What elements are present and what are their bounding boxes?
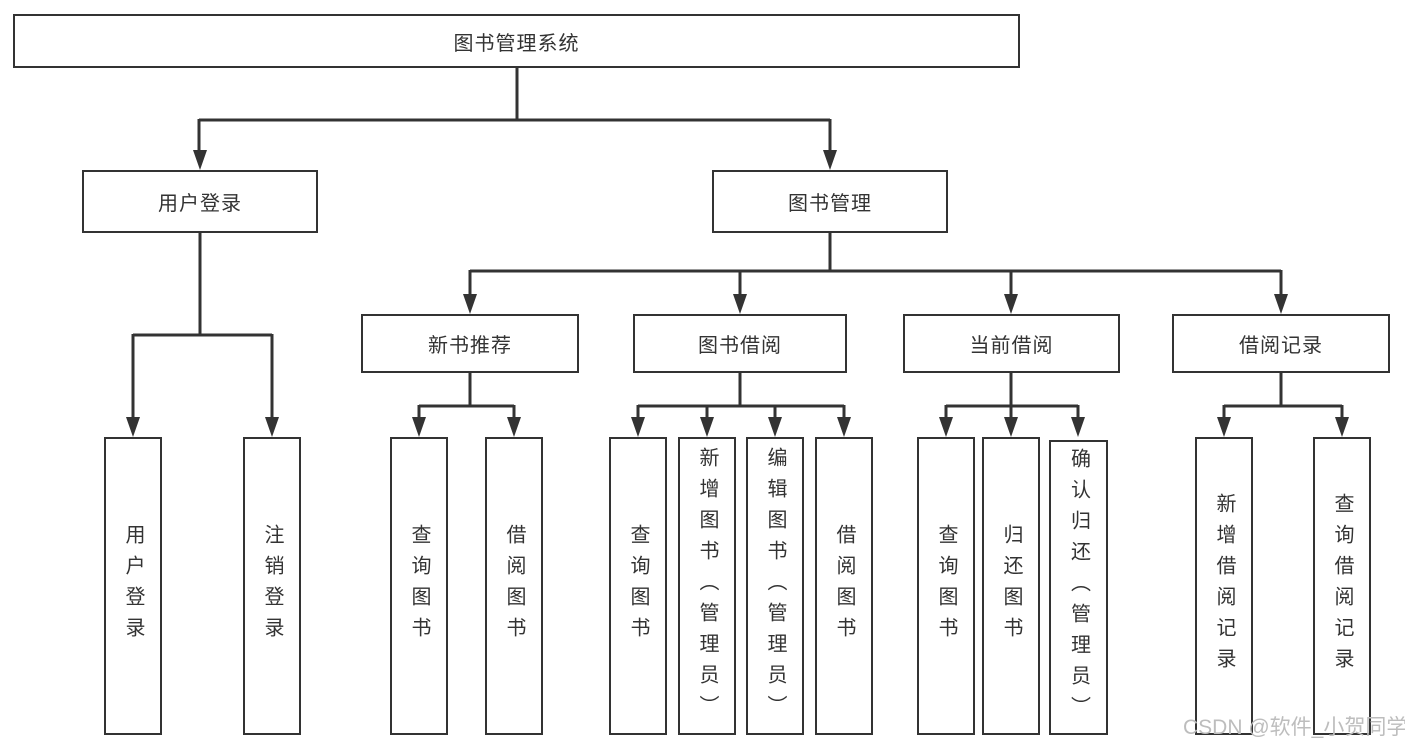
arrow-down-icon bbox=[837, 417, 851, 437]
node-label: 查询图书 bbox=[408, 524, 430, 648]
arrow-down-icon bbox=[733, 294, 747, 314]
node-label: 借阅记录 bbox=[1239, 335, 1323, 357]
node-label: 新书推荐 bbox=[428, 335, 512, 357]
arrow-down-icon bbox=[939, 417, 953, 437]
node-label: 查询图书 bbox=[935, 524, 957, 648]
leaf-edit-books-admin: 编辑图书（管理员） bbox=[746, 437, 804, 735]
arrow-down-icon bbox=[463, 294, 477, 314]
arrow-down-icon bbox=[193, 150, 207, 170]
connector-user-login-split bbox=[131, 233, 274, 421]
arrow-down-icon bbox=[1217, 417, 1231, 437]
node-book-management: 图书管理 bbox=[712, 170, 948, 233]
node-label: 图书管理 bbox=[788, 193, 872, 215]
arrow-down-icon bbox=[1274, 294, 1288, 314]
arrow-down-icon bbox=[823, 150, 837, 170]
leaf-query-books-current: 查询图书 bbox=[917, 437, 975, 735]
leaf-confirm-return-admin: 确认归还（管理员） bbox=[1049, 440, 1108, 735]
node-label: 查询借阅记录 bbox=[1331, 493, 1353, 679]
node-label: 图书管理系统 bbox=[453, 32, 580, 55]
leaf-borrow-books: 借阅图书 bbox=[815, 437, 873, 735]
node-new-book-recommend: 新书推荐 bbox=[361, 314, 579, 373]
connector-paths bbox=[131, 68, 1344, 421]
arrow-down-icon bbox=[700, 417, 714, 437]
leaf-logout: 注销登录 bbox=[243, 437, 301, 735]
node-label: 当前借阅 bbox=[969, 335, 1054, 357]
node-label: 用户登录 bbox=[158, 193, 242, 215]
leaf-query-books-borrow: 查询图书 bbox=[609, 437, 667, 735]
node-label: 确认归还（管理员） bbox=[1067, 448, 1090, 727]
connector-root-split bbox=[197, 68, 832, 154]
connector-new-book-split bbox=[417, 373, 516, 421]
node-root-system: 图书管理系统 bbox=[13, 14, 1020, 68]
leaf-add-borrow-record: 新增借阅记录 bbox=[1195, 437, 1253, 735]
csdn-watermark: CSDN @软件_小贺同学 bbox=[1183, 716, 1405, 739]
arrow-down-icon bbox=[126, 417, 140, 437]
leaf-query-borrow-record: 查询借阅记录 bbox=[1313, 437, 1371, 735]
node-label: 用户登录 bbox=[122, 524, 144, 648]
arrow-down-icon bbox=[1004, 294, 1018, 314]
node-borrow-records: 借阅记录 bbox=[1172, 314, 1390, 373]
arrow-down-icon bbox=[1071, 417, 1085, 437]
node-book-borrow: 图书借阅 bbox=[633, 314, 847, 373]
arrow-down-icon bbox=[1335, 417, 1349, 437]
node-label: 新增图书（管理员） bbox=[696, 446, 718, 726]
arrow-down-icon bbox=[768, 417, 782, 437]
node-label: 图书借阅 bbox=[698, 335, 782, 357]
arrow-down-icon bbox=[1004, 417, 1018, 437]
node-current-borrow: 当前借阅 bbox=[903, 314, 1120, 373]
node-label: 借阅图书 bbox=[833, 524, 855, 648]
leaf-add-books-admin: 新增图书（管理员） bbox=[678, 437, 736, 735]
connector-borrow-records-split bbox=[1222, 373, 1344, 421]
node-label: 编辑图书（管理员） bbox=[764, 446, 786, 726]
leaf-borrow-books-recommend: 借阅图书 bbox=[485, 437, 543, 735]
arrow-down-icon bbox=[412, 417, 426, 437]
node-user-login: 用户登录 bbox=[82, 170, 318, 233]
node-label: 注销登录 bbox=[261, 524, 283, 648]
node-label: 新增借阅记录 bbox=[1213, 493, 1235, 679]
node-label: 查询图书 bbox=[627, 524, 649, 648]
node-label: 借阅图书 bbox=[503, 524, 525, 648]
arrow-down-icon bbox=[265, 417, 279, 437]
leaf-user-login: 用户登录 bbox=[104, 437, 162, 735]
connector-book-management-split bbox=[468, 233, 1283, 299]
node-label: 归还图书 bbox=[1000, 524, 1022, 648]
leaf-query-books-recommend: 查询图书 bbox=[390, 437, 448, 735]
connector-book-borrow-split bbox=[636, 373, 846, 421]
arrow-down-icon bbox=[631, 417, 645, 437]
leaf-return-books: 归还图书 bbox=[982, 437, 1040, 735]
connector-current-borrow-split bbox=[944, 373, 1080, 421]
arrow-down-icon bbox=[507, 417, 521, 437]
arrowhead-icons bbox=[126, 150, 1349, 437]
